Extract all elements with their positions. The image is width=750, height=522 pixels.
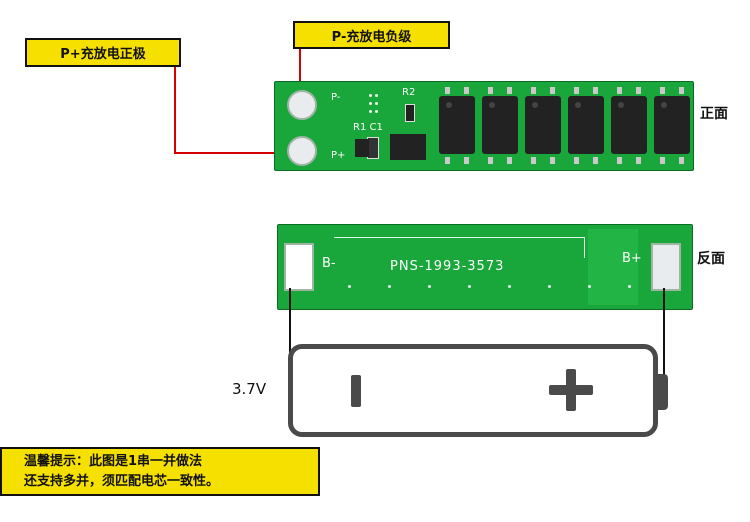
via-dot [588, 285, 591, 288]
mosfet-pin [507, 157, 512, 164]
pcb-front: P- P+ R1 C1 R2 [274, 81, 694, 171]
via-dot [375, 110, 378, 113]
silk-p-plus: P+ [331, 150, 345, 161]
silk-part-number: PNS-1993-3573 [390, 259, 504, 274]
mosfet-pin [550, 87, 555, 94]
battery-minus-symbol [351, 375, 361, 407]
mosfet-pin [464, 87, 469, 94]
silk-p-minus: P- [331, 92, 340, 103]
silk-b-minus: B- [322, 256, 336, 271]
mosfet-pin [593, 87, 598, 94]
via-dot [628, 285, 631, 288]
via-dot [508, 285, 511, 288]
b-plus-wire [663, 288, 665, 386]
mosfet-pin [531, 157, 536, 164]
mosfet-pin [531, 87, 536, 94]
p-plus-wire-vertical [174, 67, 176, 154]
via-dot [548, 285, 551, 288]
silk-r2: R2 [402, 87, 415, 98]
b-minus-pad [284, 243, 314, 291]
notice-box: 温馨提示：此图是1串一并做法 还支持多并，须匹配电芯一致性。 [0, 447, 320, 496]
silk-b-plus: B+ [622, 251, 642, 266]
resistor-r2 [405, 104, 415, 122]
mosfet-pin [550, 157, 555, 164]
mosfet-pin [445, 157, 450, 164]
mosfet-pin [445, 87, 450, 94]
via-dot [388, 285, 391, 288]
via-dot [348, 285, 351, 288]
ic-left-small [355, 139, 369, 157]
via-dot [369, 102, 372, 105]
mosfet-pin [679, 157, 684, 164]
notice-line-1: 温馨提示：此图是1串一并做法 [24, 452, 318, 472]
b-plus-pad [651, 243, 681, 291]
p-plus-label: P+充放电正极 [25, 38, 181, 67]
mosfet-pin [574, 87, 579, 94]
mosfet-pin [464, 157, 469, 164]
mosfet-pin [488, 87, 493, 94]
mosfet-pin [507, 87, 512, 94]
battery-outline [288, 344, 658, 437]
mosfet-pin [636, 157, 641, 164]
mosfet-pin [617, 87, 622, 94]
via-dot [428, 285, 431, 288]
mosfet-pin [660, 157, 665, 164]
mosfet-pin [488, 157, 493, 164]
via-dot [375, 102, 378, 105]
p-minus-pad [287, 90, 317, 120]
mosfet-pin [617, 157, 622, 164]
silk-trace [334, 237, 585, 258]
mosfet-pin [660, 87, 665, 94]
via-dot [468, 285, 471, 288]
p-minus-label-text: P-充放电负级 [332, 26, 412, 45]
p-minus-label: P-充放电负级 [293, 21, 450, 49]
mosfet-pin [574, 157, 579, 164]
mosfet-4 [568, 96, 604, 154]
battery-plus-vertical [566, 369, 576, 411]
via-dot [369, 94, 372, 97]
ground-plane [588, 229, 638, 305]
via-dot [369, 110, 372, 113]
mosfet-2 [482, 96, 518, 154]
via-dot [375, 94, 378, 97]
mosfet-5 [611, 96, 647, 154]
p-plus-label-text: P+充放电正极 [60, 43, 145, 62]
ic-controller [390, 134, 426, 160]
back-side-label: 反面 [697, 248, 725, 268]
p-plus-pad [287, 136, 317, 166]
silk-r1c1: R1 C1 [353, 122, 383, 133]
mosfet-3 [525, 96, 561, 154]
voltage-label: 3.7V [232, 380, 266, 398]
mosfet-6 [654, 96, 690, 154]
battery-terminal [656, 374, 668, 410]
pcb-back: B- B+ PNS-1993-3573 [277, 224, 693, 310]
notice-line-2: 还支持多并，须匹配电芯一致性。 [24, 472, 318, 492]
mosfet-1 [439, 96, 475, 154]
mosfet-pin [636, 87, 641, 94]
front-side-label: 正面 [700, 103, 728, 123]
mosfet-pin [593, 157, 598, 164]
mosfet-pin [679, 87, 684, 94]
